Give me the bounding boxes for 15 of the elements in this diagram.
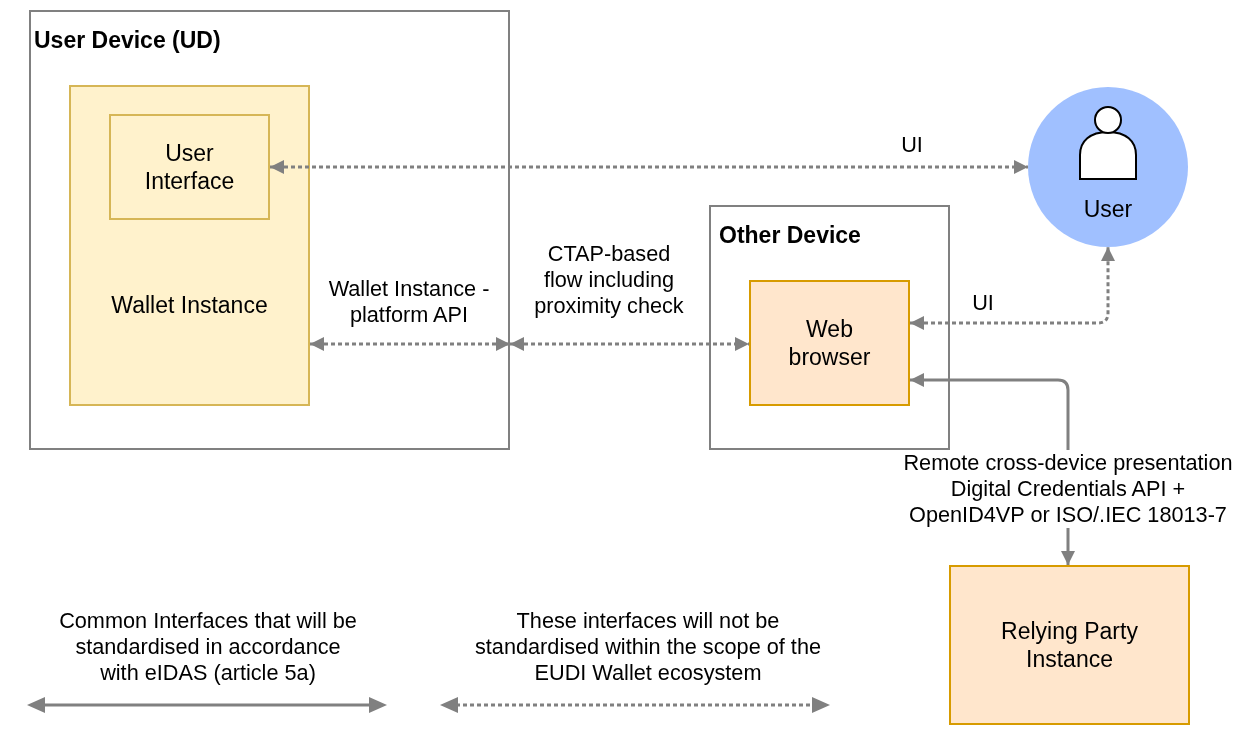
device-frame	[29, 10, 510, 450]
component-box: Relying Party Instance	[949, 565, 1190, 725]
dotted-double-arrow	[310, 337, 510, 351]
component-box: Web browser	[749, 280, 910, 406]
circle-label: User	[1083, 195, 1133, 223]
dotted-double-arrow	[270, 160, 1028, 174]
frame-title: Other Device	[719, 221, 861, 249]
component-label: Wallet Instance	[111, 291, 268, 319]
actor-circle	[1028, 87, 1188, 247]
component-box: User Interface	[109, 114, 270, 220]
dotted-double-arrow	[510, 337, 749, 351]
device-frame	[709, 205, 950, 450]
frame-title: User Device (UD)	[34, 26, 221, 54]
component-box	[69, 85, 310, 406]
dotted-double-arrow	[910, 247, 1115, 330]
